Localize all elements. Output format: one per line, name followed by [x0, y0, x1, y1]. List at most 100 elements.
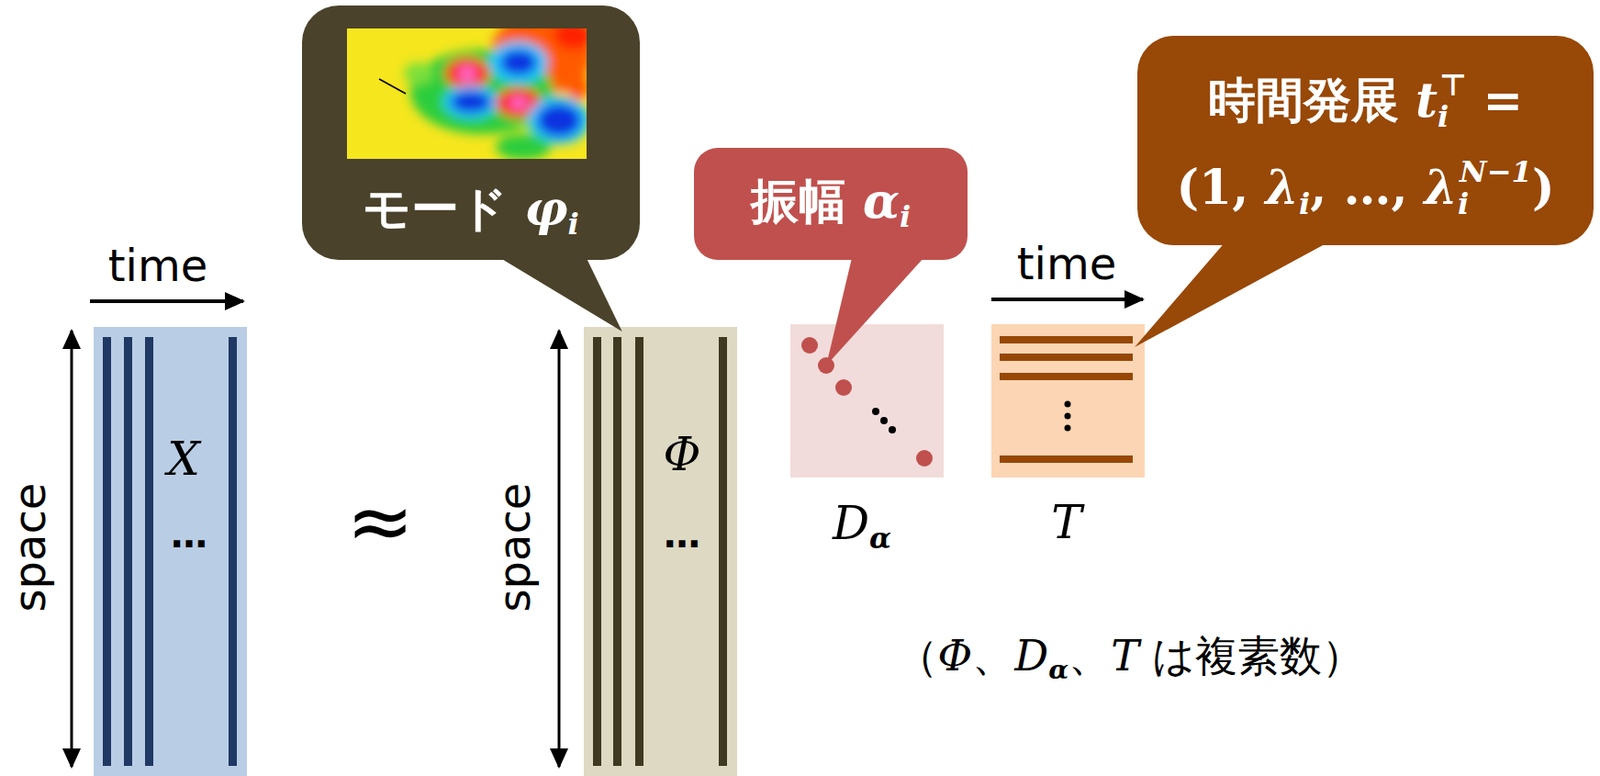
image-blobs	[403, 28, 587, 159]
text-run: 、	[1068, 630, 1111, 681]
blob	[489, 41, 549, 84]
text-run: Φ	[663, 427, 702, 482]
text-run: D	[832, 496, 870, 550]
node-text: モード φi	[362, 179, 579, 243]
text-run: time	[1017, 237, 1117, 290]
text-holder: （Φ、Dα、T は複素数）	[895, 630, 1366, 685]
text-run: α	[1048, 653, 1069, 685]
callout-tail	[1134, 243, 1327, 347]
text-run: λ	[1424, 158, 1458, 215]
callout-tail	[500, 257, 623, 332]
tail-shape	[826, 257, 924, 366]
text-holder: T	[1051, 494, 1082, 550]
text-holder: Dα	[832, 495, 892, 556]
blob	[443, 85, 499, 119]
matrix-column	[228, 336, 237, 766]
text-run: =	[1465, 72, 1523, 128]
mode-matrix: Φ…	[583, 326, 738, 776]
text-run: , …,	[1309, 158, 1424, 215]
text-run: （	[895, 630, 939, 681]
time-row	[999, 455, 1133, 463]
text-run: (1,	[1175, 158, 1265, 215]
text-holder: space	[488, 482, 542, 613]
amplitude-dot	[835, 379, 852, 396]
amplitude-dot	[801, 336, 818, 354]
ellipsis-dot	[880, 416, 888, 425]
text-run: space	[488, 482, 540, 613]
mode-image	[346, 28, 587, 159]
node-text: T	[1051, 494, 1082, 550]
text-run: 時間発展	[1208, 72, 1416, 128]
text-run: 振幅	[750, 173, 863, 229]
text-holder: 振幅 αi	[750, 172, 911, 235]
blob	[403, 62, 434, 85]
text-holder: time	[1017, 237, 1117, 291]
blob	[553, 28, 587, 50]
text-run: …	[170, 513, 208, 556]
amplitude-dot	[916, 449, 933, 467]
text-run: X	[167, 432, 201, 486]
text-run: i	[1457, 185, 1469, 221]
text-run: 、	[972, 630, 1015, 681]
text-run: T	[1110, 630, 1140, 681]
axis-label: time	[1017, 237, 1117, 291]
text-run: i	[899, 199, 911, 235]
ellipsis-dot	[1064, 401, 1072, 408]
text-run: i	[567, 206, 579, 242]
text-holder: …	[170, 512, 208, 557]
ellipsis-dot	[872, 407, 880, 415]
ellipsis-dot	[888, 425, 896, 434]
mode-column	[635, 336, 644, 766]
data-matrix: X…	[93, 326, 247, 776]
text-holder: モード φi	[362, 179, 579, 243]
text-run: t	[1415, 71, 1438, 128]
blob	[450, 90, 492, 113]
text-run: N−1	[1459, 155, 1533, 191]
text-holder: X	[167, 431, 201, 487]
tail-shape	[1134, 243, 1327, 347]
axis-label: space	[3, 482, 57, 613]
blob	[509, 96, 528, 110]
text-holder: time	[108, 239, 208, 293]
matrix-column	[123, 336, 133, 766]
text-run: ≈	[346, 473, 414, 569]
blob	[445, 57, 490, 90]
text-run: i	[1437, 99, 1449, 135]
blob	[567, 74, 587, 101]
text-run: i	[1298, 185, 1310, 221]
blob	[458, 66, 477, 81]
text-run: ⊤	[1439, 67, 1466, 103]
mode-column	[593, 336, 602, 766]
time-row	[999, 335, 1133, 344]
node-text: Φ	[663, 426, 702, 482]
space-arrow	[558, 330, 561, 767]
text-run: Φ	[938, 630, 974, 681]
body-line	[379, 78, 406, 94]
blob	[500, 49, 538, 76]
text-run: …	[663, 513, 701, 556]
text-run: T	[1051, 495, 1082, 549]
node-text: 時間発展 ti⊤ = (1, λi, …, λiN−1)	[1175, 56, 1555, 231]
text-holder: 時間発展 ti⊤ = (1, λi, …, λiN−1)	[1175, 56, 1555, 231]
node-text: X	[167, 431, 201, 487]
text-run: α	[869, 521, 892, 555]
amplitude-dot	[817, 357, 835, 374]
blob	[537, 103, 582, 137]
note-text: （Φ、Dα、T は複素数）	[895, 630, 1366, 685]
mode-column	[718, 336, 728, 766]
text-run: D	[1014, 630, 1049, 681]
text-run: は複素数）	[1139, 630, 1366, 681]
time-arrow	[89, 299, 244, 303]
blob	[495, 134, 551, 159]
matrix-column	[102, 336, 112, 766]
axis-label: time	[108, 239, 208, 293]
text-run: )	[1532, 158, 1556, 215]
node-text: Dα	[832, 495, 892, 556]
callout-tail	[826, 257, 924, 366]
matrix-column	[145, 336, 154, 766]
tail-shape	[500, 257, 623, 332]
text-holder: space	[3, 482, 57, 613]
node-text: …	[663, 512, 701, 557]
callout-box: 時間発展 ti⊤ = (1, λi, …, λiN−1)	[1137, 35, 1594, 246]
